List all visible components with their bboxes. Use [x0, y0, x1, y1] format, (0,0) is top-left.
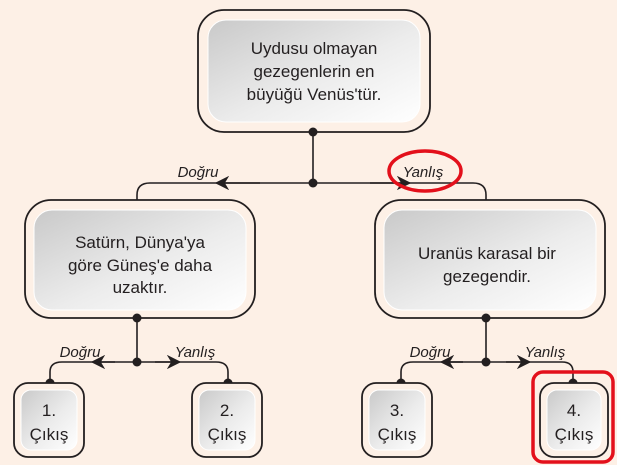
junction-dot: [308, 178, 318, 188]
exit-number: 3.: [390, 401, 404, 420]
level1-connectors: Doğru Yanlış: [132, 127, 491, 210]
exit-label: Çıkış: [378, 425, 417, 444]
right-question-node: Uranüs karasal bir gezegendir.: [374, 199, 606, 319]
left-question-node: Satürn, Dünya'ya göre Güneş'e daha uzakt…: [24, 199, 256, 319]
root-question-node: Uydusu olmayan gezegenlerin en büyüğü Ve…: [197, 9, 431, 133]
exit-label: Çıkış: [208, 425, 247, 444]
label-false: Yanlış: [175, 344, 216, 361]
label-true: Doğru: [60, 344, 102, 361]
label-true: Doğru: [178, 164, 220, 181]
exit-label: Çıkış: [555, 425, 594, 444]
connector-dot: [308, 127, 318, 137]
label-false: Yanlış: [525, 344, 566, 361]
left-line-3: uzaktır.: [113, 278, 168, 297]
left-branch-connectors: Doğru Yanlış: [45, 313, 233, 388]
highlight-circle: [387, 149, 463, 193]
exit-number: 1.: [42, 401, 56, 420]
right-branch-connectors: Doğru Yanlış: [396, 313, 578, 388]
right-line-2: gezegendir.: [443, 267, 531, 286]
exit-2: 2. Çıkış: [191, 382, 263, 458]
exit-3: 3. Çıkış: [361, 382, 433, 458]
root-line-1: Uydusu olmayan: [251, 39, 378, 58]
root-line-3: büyüğü Venüs'tür.: [247, 85, 382, 104]
right-line-1: Uranüs karasal bir: [418, 244, 556, 263]
label-true: Doğru: [410, 344, 452, 361]
root-line-2: gezegenlerin en: [254, 62, 375, 81]
exit-number: 4.: [567, 401, 581, 420]
exit-1: 1. Çıkış: [13, 382, 85, 458]
left-line-1: Satürn, Dünya'ya: [75, 233, 205, 252]
left-line-2: göre Güneş'e daha: [68, 256, 213, 275]
exit-number: 2.: [220, 401, 234, 420]
label-false: Yanlış: [403, 164, 444, 181]
highlight-box: [531, 370, 615, 464]
exit-label: Çıkış: [30, 425, 69, 444]
exit-4: 4. Çıkış: [531, 370, 615, 464]
